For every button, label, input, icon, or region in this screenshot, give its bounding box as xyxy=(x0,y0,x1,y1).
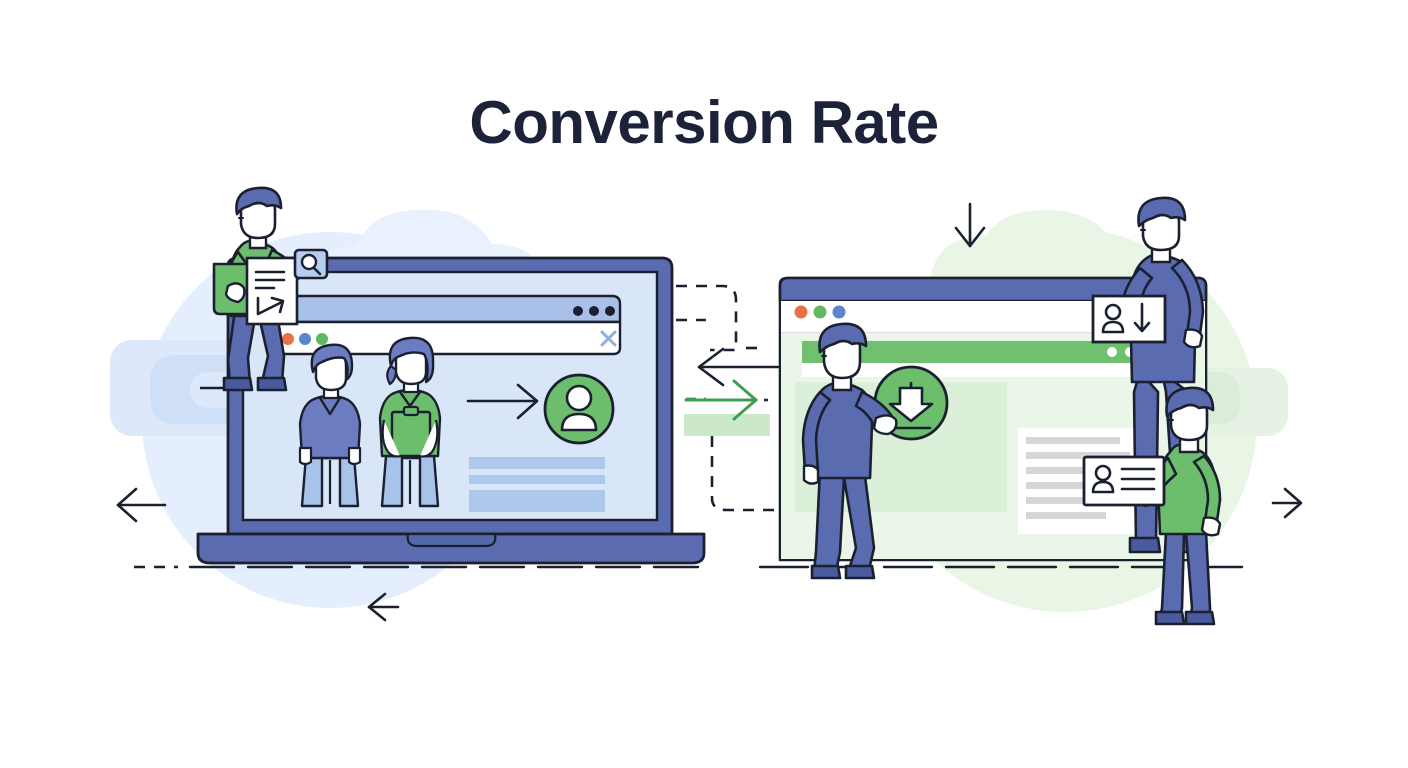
hand-right xyxy=(1200,516,1222,537)
close-x-icon[interactable] xyxy=(600,330,617,347)
shoe-left xyxy=(1128,536,1162,554)
doc-chart-arrow-head xyxy=(270,296,285,314)
shoe-right xyxy=(1184,610,1216,626)
leg-left xyxy=(812,468,846,574)
text-line xyxy=(1026,497,1118,504)
hand-down xyxy=(802,464,820,485)
shoe-right xyxy=(256,376,288,392)
arm-right xyxy=(419,419,439,458)
browser-dot-green[interactable] xyxy=(813,305,827,319)
user-id-card[interactable] xyxy=(1082,455,1166,507)
report-document xyxy=(245,256,299,326)
address-dot-red[interactable] xyxy=(282,333,294,345)
hand-right xyxy=(347,446,362,466)
titlebar-dot-2 xyxy=(589,306,599,316)
user-avatar-green xyxy=(543,373,615,445)
hair xyxy=(388,336,435,384)
nav-dot-1 xyxy=(1107,347,1117,357)
card-user-body xyxy=(1101,320,1125,334)
arrow-left-icon-bottom xyxy=(367,592,400,622)
arrow-left-icon-middle xyxy=(697,347,795,387)
arrow-left-icon-outer xyxy=(116,487,167,523)
conversion-flow-arrow-icon xyxy=(466,383,539,420)
content-bar-3 xyxy=(469,490,605,512)
avatar-body xyxy=(560,412,598,432)
shoe-left xyxy=(1154,610,1186,626)
address-dot-green[interactable] xyxy=(316,333,328,345)
hand-right xyxy=(1182,328,1204,349)
id-card-user-head xyxy=(1094,464,1112,482)
avatar-head xyxy=(565,384,593,412)
hand-pointing xyxy=(872,414,898,436)
content-bar-1 xyxy=(469,457,605,469)
visitor-blue xyxy=(298,343,362,508)
doc-chart-arrow xyxy=(256,296,284,316)
dashed-path-top xyxy=(676,284,738,352)
browser-dot-blue[interactable] xyxy=(832,305,846,319)
address-dot-blue[interactable] xyxy=(299,333,311,345)
titlebar-dot-1 xyxy=(573,306,583,316)
hair xyxy=(1165,386,1215,418)
connector-arrows xyxy=(116,202,1303,622)
content-bar-2 xyxy=(469,475,605,484)
laptop-base xyxy=(196,532,706,565)
shoe-left xyxy=(810,564,842,580)
dashed-path-bottom xyxy=(710,436,786,512)
card-down-arrow-head xyxy=(1133,321,1151,333)
hair xyxy=(1137,196,1187,228)
hand-left xyxy=(298,446,313,466)
browser-nav-bar[interactable] xyxy=(802,341,1178,363)
legs xyxy=(380,454,440,508)
shoe-right xyxy=(844,564,876,580)
page-title: Conversion Rate xyxy=(469,89,939,156)
laptop-content-bars xyxy=(469,457,605,512)
green-highlight-bar xyxy=(684,414,770,436)
id-card-user-body xyxy=(1091,480,1115,494)
text-line xyxy=(1026,467,1112,474)
text-line xyxy=(1026,512,1106,519)
text-line xyxy=(1026,437,1120,444)
visitor-green-with-clipboard xyxy=(378,336,442,508)
person-pointing-download xyxy=(801,322,898,580)
hair-side xyxy=(386,364,398,386)
laptop[interactable] xyxy=(196,256,706,565)
hair xyxy=(310,343,354,382)
text-line xyxy=(1026,482,1126,489)
arrow-right-icon-outer xyxy=(1271,487,1303,519)
arrow-down-icon-top xyxy=(954,202,986,248)
titlebar-dot-3 xyxy=(605,306,615,316)
browser-dot-red[interactable] xyxy=(794,305,808,319)
clipboard-clip xyxy=(402,405,420,417)
text-line xyxy=(1026,452,1130,459)
arm-left xyxy=(381,419,401,458)
user-download-card[interactable] xyxy=(1091,294,1167,344)
hair xyxy=(235,186,283,216)
hair xyxy=(818,322,868,354)
laptop-browser-window[interactable] xyxy=(270,294,622,356)
analyst-on-laptop xyxy=(212,186,329,392)
card-user-head xyxy=(1104,303,1122,321)
laptop-browser-titlebar xyxy=(270,294,622,324)
arrow-right-green-icon xyxy=(684,379,758,421)
leg-right xyxy=(1184,530,1212,620)
hand-on-folder xyxy=(224,282,246,304)
laptop-trackpad-notch xyxy=(406,532,497,548)
vneck xyxy=(318,397,342,416)
shoe-left xyxy=(222,376,254,392)
magnifier-icon xyxy=(293,248,329,280)
